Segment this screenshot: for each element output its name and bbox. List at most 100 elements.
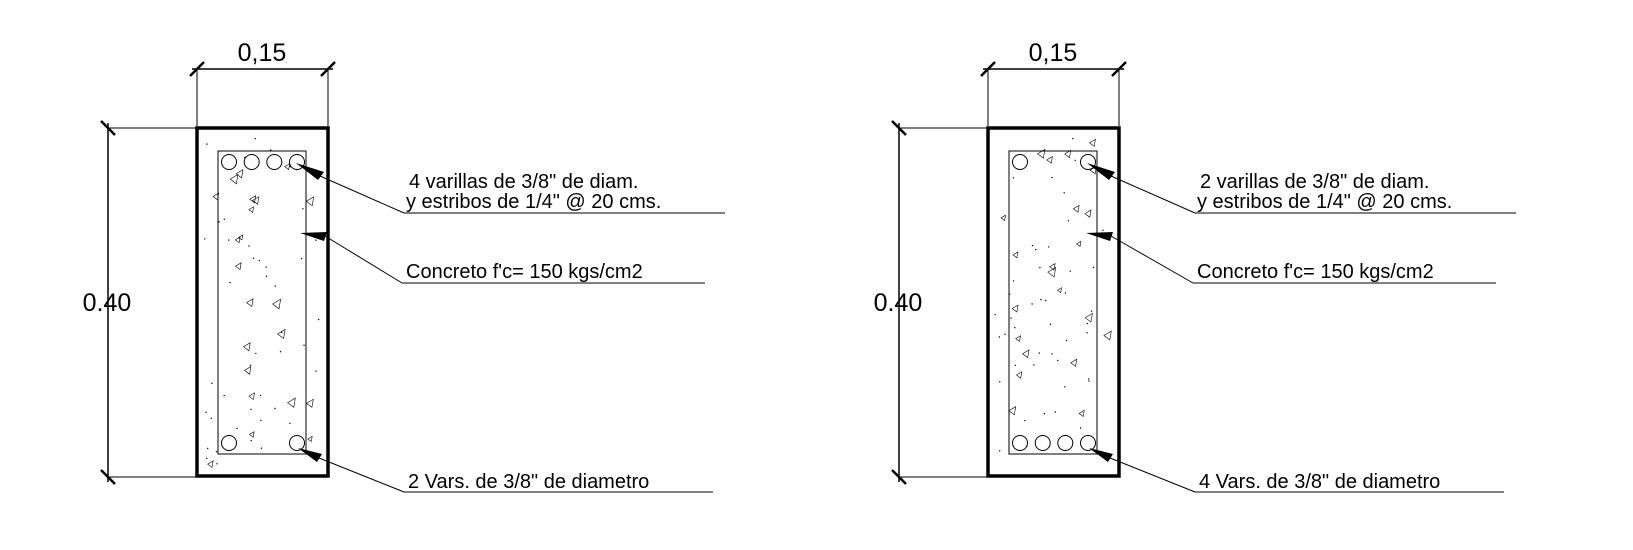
height-dimension-label: 0.40 [874, 289, 923, 317]
aggregate-mark [246, 298, 254, 308]
aggregate-dot [1079, 427, 1082, 429]
aggregate-dot [1014, 364, 1017, 366]
aggregate-dot [265, 275, 268, 277]
aggregate-mark [229, 173, 239, 185]
aggregate-mark [1022, 349, 1030, 359]
aggregate-dot [1065, 339, 1068, 342]
aggregate-mark [1089, 165, 1097, 175]
aggregate-dot [1043, 413, 1046, 415]
aggregate-dot [250, 408, 252, 411]
aggregate-dot [1067, 220, 1070, 222]
aggregate-mark [305, 196, 315, 207]
aggregate-dot [998, 336, 1000, 338]
rebar-circle [1012, 435, 1028, 451]
aggregate-mark [248, 431, 255, 438]
aggregate-dot [1031, 244, 1034, 247]
aggregate-dot [1024, 419, 1026, 422]
aggregate-mark [272, 298, 282, 310]
aggregate-mark [1008, 406, 1017, 416]
aggregate-dot [255, 352, 257, 355]
aggregate-dot [1039, 267, 1041, 269]
aggregate-dot [249, 364, 252, 366]
aggregate-mark [1064, 149, 1072, 159]
beam-section-2: 0,15 0.40 2 varillas de [874, 39, 1516, 493]
aggregate-mark [234, 262, 242, 271]
aggregate-mark [1084, 209, 1092, 218]
rebar-circle [221, 154, 237, 170]
top-bars-label: 4 varillas de 3/8" de diam. [409, 171, 638, 193]
aggregate-mark [1088, 138, 1096, 147]
aggregate-mark [1011, 304, 1019, 313]
aggregate-dot [1012, 177, 1015, 179]
aggregate-dot [258, 259, 261, 262]
bottom-bars-label: 2 Vars. de 3/8" de diametro [408, 471, 649, 493]
height-dimension-label: 0.40 [83, 289, 132, 317]
aggregate-dot [999, 450, 1001, 452]
aggregate-dot [1051, 353, 1053, 355]
aggregate-dot [274, 285, 276, 287]
leader-top-bars [296, 163, 725, 214]
rebar-circle [221, 435, 237, 451]
aggregate-dot [260, 419, 262, 422]
aggregate-mark [212, 192, 220, 201]
aggregate-mark [1037, 148, 1046, 159]
aggregate-dot [223, 218, 225, 220]
aggregate-dot [1057, 359, 1059, 362]
aggregate-dot [303, 344, 305, 346]
aggregate-dot [1051, 176, 1053, 179]
aggregate-mark [1103, 330, 1112, 341]
width-dimension-label: 0,15 [1029, 39, 1078, 67]
aggregate-mark [1049, 263, 1056, 271]
aggregate-dot [236, 427, 238, 430]
aggregate-mark [1015, 371, 1023, 379]
aggregate-dot [1092, 266, 1095, 269]
aggregate-dot [1072, 137, 1074, 140]
aggregate-mark [238, 234, 244, 241]
aggregate-dot [999, 381, 1001, 383]
aggregate-dot [1035, 248, 1037, 251]
width-dimension-label: 0,15 [238, 39, 287, 67]
aggregate-mark [207, 460, 214, 468]
aggregate-dot [1063, 192, 1065, 194]
width-dimension [980, 61, 1127, 126]
width-dimension [189, 61, 336, 126]
concrete-label: Concreto f'c= 150 kgs/cm2 [406, 261, 643, 283]
beam-outline [986, 126, 1121, 478]
aggregate-dot [204, 238, 206, 240]
aggregate-mark [305, 398, 314, 408]
stirrups-label: y estribos de 1/4" @ 20 cms. [1197, 191, 1452, 213]
top-rebars [1012, 154, 1096, 170]
aggregate-dot [1014, 327, 1016, 329]
rebar-circle [243, 154, 260, 170]
aggregate-dot [1033, 364, 1035, 366]
aggregate-dot [1086, 332, 1088, 334]
top-rebars [221, 154, 305, 170]
bottom-rebars [221, 435, 305, 451]
leader-concrete [300, 232, 705, 284]
aggregate-dot [1008, 293, 1011, 295]
aggregate-dot [260, 447, 263, 449]
aggregate-dot [223, 394, 225, 397]
aggregate-dot [215, 451, 218, 453]
aggregate-dot [1069, 270, 1072, 272]
aggregate-dot [1031, 303, 1033, 305]
concrete-aggregate [204, 138, 320, 468]
aggregate-dot [1064, 386, 1066, 388]
aggregate-dot [1012, 280, 1015, 282]
stirrup [217, 150, 307, 455]
aggregate-dot [315, 370, 317, 372]
aggregate-mark [307, 435, 313, 443]
aggregate-mark [242, 342, 251, 352]
aggregate-dot [1074, 159, 1076, 162]
beam-section-1: 0,15 0.40 [83, 39, 725, 493]
aggregate-dot [1090, 310, 1093, 312]
aggregate-dot [1088, 380, 1090, 382]
rebar-circle [1034, 435, 1051, 451]
aggregate-dot [206, 143, 208, 145]
aggregate-dot [281, 331, 283, 334]
leader-bottom-bars [298, 448, 713, 493]
aggregate-mark [1056, 287, 1062, 294]
aggregate-mark [235, 169, 244, 179]
aggregate-dot [252, 257, 255, 259]
